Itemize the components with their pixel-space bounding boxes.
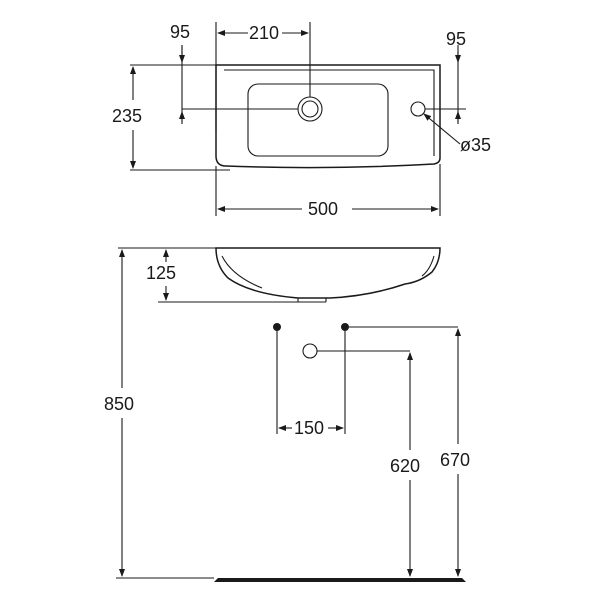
dim-pipe-spacing: 150 <box>294 418 324 438</box>
waste-outlet <box>302 343 318 359</box>
basin-rim-line <box>224 69 435 156</box>
bowl-outline <box>247 83 389 157</box>
dim-left-margin: 95 <box>170 22 190 42</box>
basin-front-outline <box>215 247 441 299</box>
front-view: 125 850 150 620 670 <box>104 247 470 582</box>
dim-depth: 235 <box>112 106 142 126</box>
dim-tap-offset: 210 <box>249 23 279 43</box>
floor-line <box>214 578 466 582</box>
dim-right-margin: 95 <box>446 29 466 49</box>
dim-total-height: 850 <box>104 394 134 414</box>
drain-hole-inner <box>301 100 319 118</box>
dim-hole-diameter: ø35 <box>460 135 491 155</box>
dim-waste-height: 620 <box>390 456 420 476</box>
dim-width: 500 <box>308 199 338 219</box>
dim-bowl-height: 125 <box>146 263 176 283</box>
dim-supply-height: 670 <box>440 450 470 470</box>
basin-top-outline <box>215 64 441 169</box>
supply-point-left <box>273 323 281 331</box>
supply-point-right <box>341 323 349 331</box>
basin-front-inner <box>221 255 435 289</box>
top-view: 95 210 95 235 ø35 500 <box>112 22 491 219</box>
